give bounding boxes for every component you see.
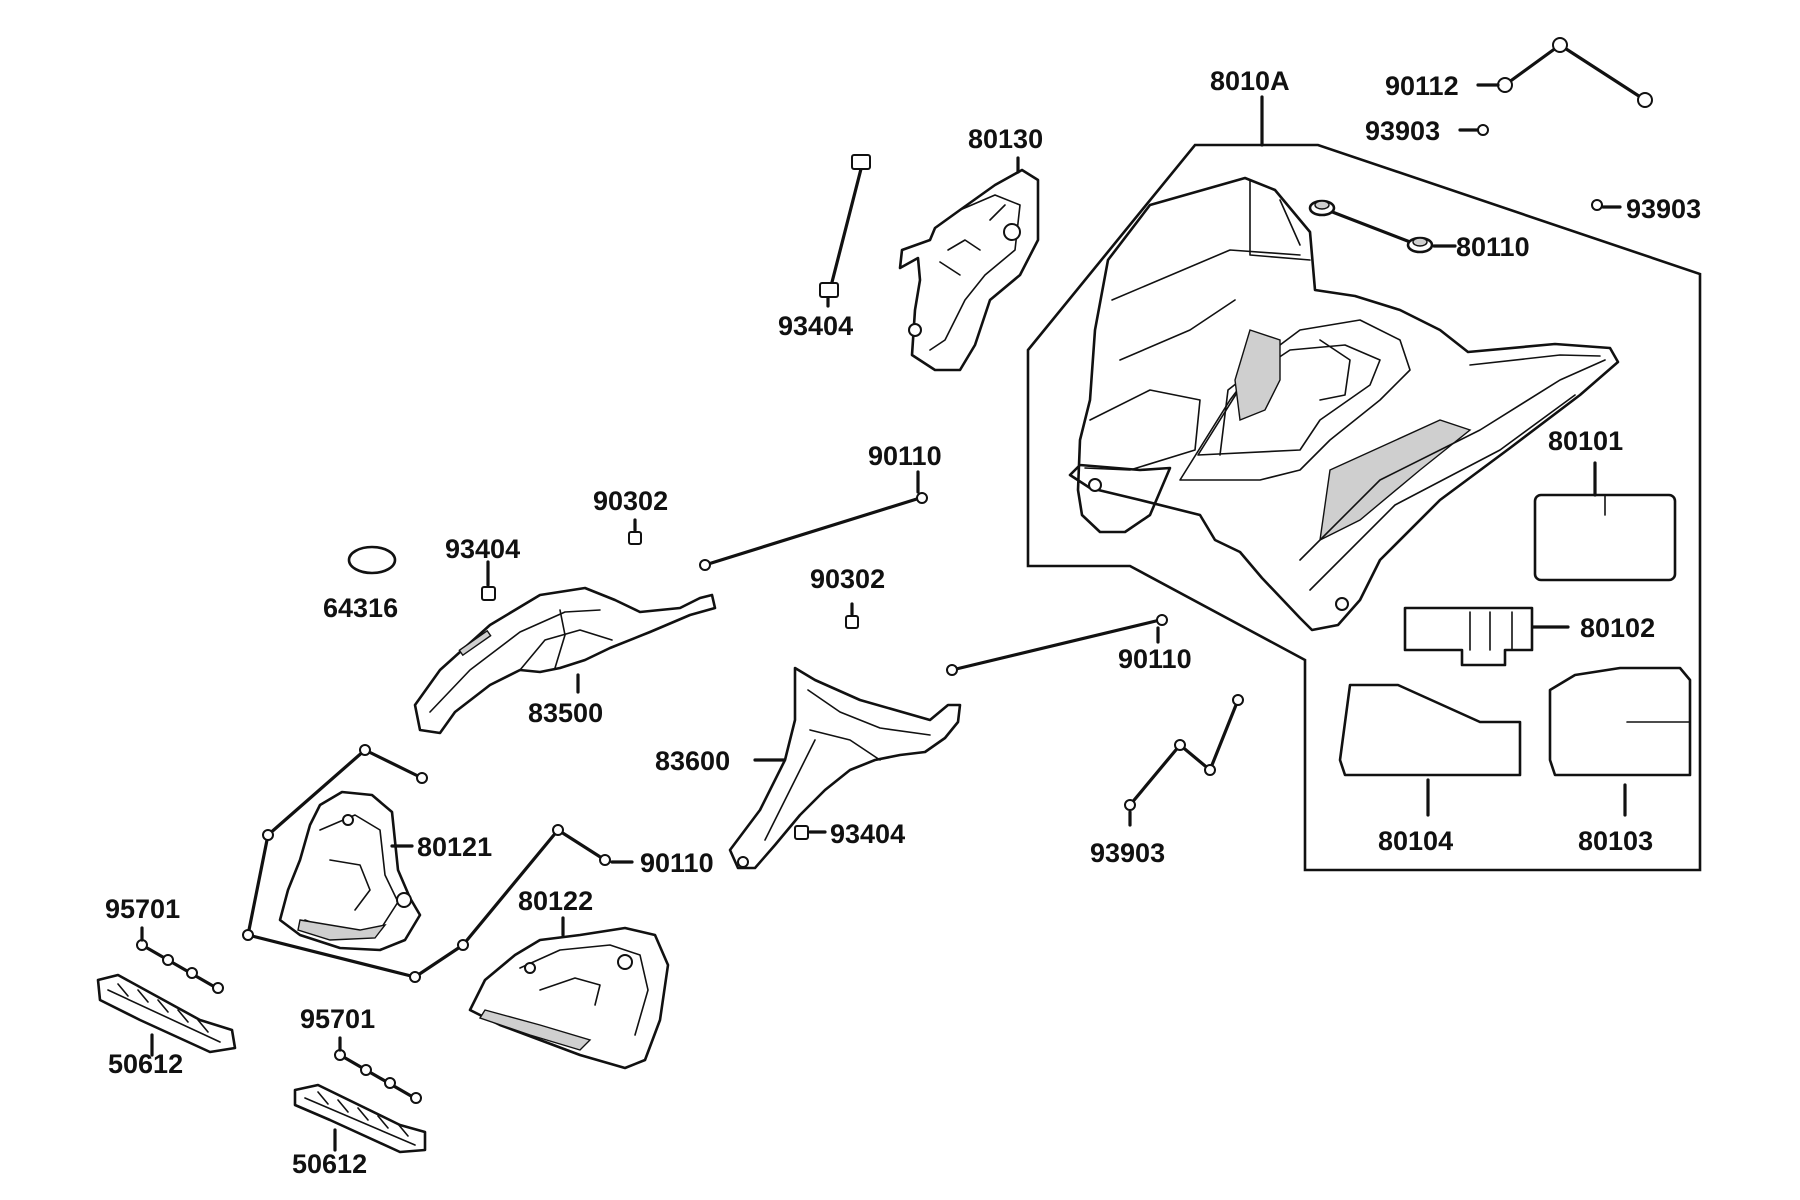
bolt-93404-lower[interactable]: 93404 xyxy=(794,819,905,849)
bracket-80130[interactable]: 80130 xyxy=(898,124,1043,372)
label-93404-b: 93404 xyxy=(445,534,520,564)
side-panel-83500[interactable]: 83500 xyxy=(413,586,717,735)
bolt-95701-upper[interactable]: 95701 xyxy=(105,894,224,994)
label-80122: 80122 xyxy=(518,886,593,916)
label-93404-a: 93404 xyxy=(778,311,853,341)
label-95701-a: 95701 xyxy=(105,894,180,924)
label-80110: 80110 xyxy=(1456,232,1530,262)
decal-80102[interactable]: 80102 xyxy=(1403,606,1655,667)
side-panel-83600[interactable]: 83600 xyxy=(655,666,962,870)
label-80130: 80130 xyxy=(968,124,1043,154)
label-80121: 80121 xyxy=(417,832,492,862)
footwell-80121[interactable]: 80121 xyxy=(278,790,492,952)
label-8010A: 8010A xyxy=(1210,66,1290,96)
label-50612-a: 50612 xyxy=(108,1049,183,1079)
label-80101: 80101 xyxy=(1548,426,1623,456)
screw-93903-lower[interactable]: 93903 xyxy=(1090,694,1244,868)
decal-80104[interactable]: 80104 xyxy=(1338,683,1522,856)
label-90110-b: 90110 xyxy=(1118,644,1192,674)
label-90302-a: 90302 xyxy=(593,486,668,516)
grommet-80110[interactable]: 80110 xyxy=(1308,199,1530,262)
label-64316: 64316 xyxy=(323,593,398,623)
label-50612-b: 50612 xyxy=(292,1149,367,1179)
screw-90110-lower[interactable]: 90110 xyxy=(946,614,1192,676)
decal-80103[interactable]: 80103 xyxy=(1548,666,1692,856)
bolt-90302-upper[interactable]: 90302 xyxy=(593,486,668,545)
label-93404-c: 93404 xyxy=(830,819,905,849)
label-83600: 83600 xyxy=(655,746,730,776)
label-90110-c: 90110 xyxy=(640,848,714,878)
label-80104: 80104 xyxy=(1378,826,1453,856)
footpeg-50612-upper[interactable]: 50612 xyxy=(96,973,237,1079)
label-93903-c: 93903 xyxy=(1090,838,1165,868)
label-80102: 80102 xyxy=(1580,613,1655,643)
cap-64316[interactable]: 64316 xyxy=(323,545,398,623)
bolt-90302-lower[interactable]: 90302 xyxy=(810,564,885,629)
screw-90110-upper[interactable]: 90110 xyxy=(699,441,942,571)
rear-fender-8010A[interactable] xyxy=(1068,176,1620,632)
label-83500: 83500 xyxy=(528,698,603,728)
label-95701-b: 95701 xyxy=(300,1004,375,1034)
label-93903-a: 93903 xyxy=(1365,116,1440,146)
decal-80101[interactable]: 80101 xyxy=(1533,426,1677,582)
screw-93903-right[interactable]: 93903 xyxy=(1591,194,1701,224)
label-93903-b: 93903 xyxy=(1626,194,1701,224)
footwell-80122[interactable]: 80122 xyxy=(468,886,670,1070)
label-90302-b: 90302 xyxy=(810,564,885,594)
label-90110-a: 90110 xyxy=(868,441,942,471)
bolt-90112[interactable]: 90112 xyxy=(1385,37,1653,108)
label-80103: 80103 xyxy=(1578,826,1653,856)
assembly-frame-8010A xyxy=(1026,143,1702,872)
label-90112: 90112 xyxy=(1385,71,1459,101)
footpeg-50612-lower[interactable]: 50612 xyxy=(292,1083,427,1179)
bolt-93404-top[interactable]: 93404 xyxy=(778,154,871,341)
bolt-95701-lower[interactable]: 95701 xyxy=(300,1004,422,1104)
screw-93903-top[interactable]: 93903 xyxy=(1365,116,1489,146)
bolt-93404-mid[interactable]: 93404 xyxy=(445,534,520,601)
screw-loop-80121[interactable]: 90110 xyxy=(242,744,714,983)
